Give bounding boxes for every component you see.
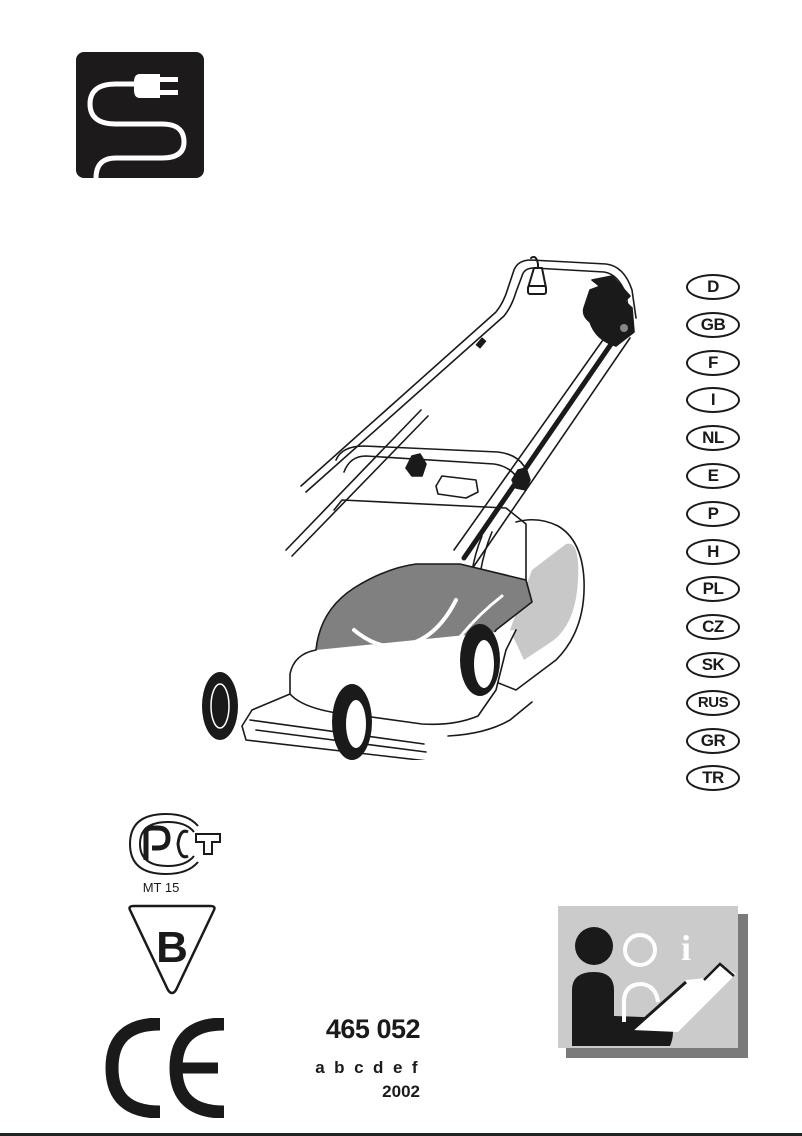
language-gr[interactable]: GR (686, 727, 740, 754)
model-variants: a b c d e f (315, 1058, 420, 1077)
language-sk[interactable]: SK (686, 651, 740, 678)
language-p[interactable]: P (686, 500, 740, 527)
language-e[interactable]: E (686, 462, 740, 489)
lawn-mower-illustration (186, 250, 646, 763)
language-gb[interactable]: GB (686, 311, 740, 338)
language-pl[interactable]: PL (686, 576, 740, 603)
b-triangle-mark-icon: B (126, 904, 218, 996)
language-rus[interactable]: RUS (686, 689, 740, 716)
language-cz[interactable]: CZ (686, 614, 740, 641)
language-tr[interactable]: TR (686, 765, 740, 792)
ce-mark-icon (104, 1017, 232, 1119)
svg-text:i: i (681, 928, 691, 968)
bottom-rule (0, 1133, 802, 1136)
power-cord-icon (76, 52, 204, 179)
read-manual-icon: i (558, 906, 750, 1058)
publication-year: 2002 (382, 1082, 420, 1101)
model-number: 465 052 (325, 1014, 421, 1044)
language-h[interactable]: H (686, 538, 740, 565)
gost-certification-icon (126, 810, 222, 878)
language-list: D GB F I NL E P H PL CZ SK RUS GR TR (686, 274, 744, 803)
language-nl[interactable]: NL (686, 425, 740, 452)
language-i[interactable]: I (686, 387, 740, 414)
language-d[interactable]: D (686, 274, 740, 300)
svg-text:B: B (156, 923, 188, 972)
language-f[interactable]: F (686, 349, 740, 376)
gost-code-label: MT 15 (142, 880, 180, 895)
